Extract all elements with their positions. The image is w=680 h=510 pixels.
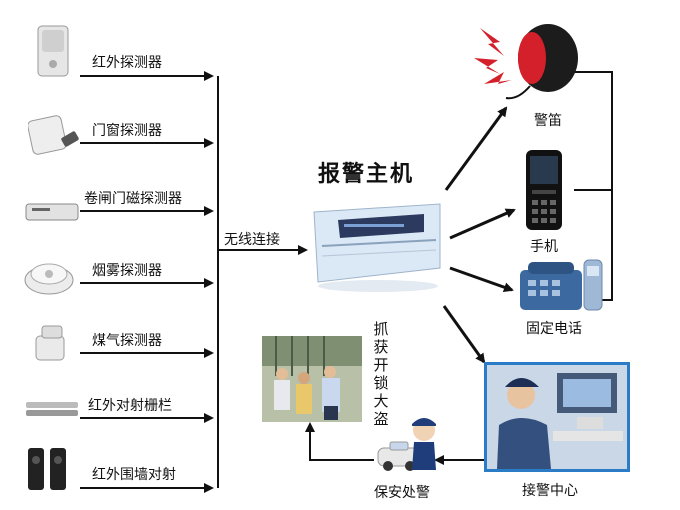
alarm-host-device-icon xyxy=(308,198,446,294)
detector-label-beam-fence: 红外对射栅栏 xyxy=(88,398,172,414)
gas-detector-icon xyxy=(30,322,74,366)
infrared-beam-fence-icon xyxy=(24,398,80,420)
alarm-center-label: 接警中心 xyxy=(522,483,578,499)
arrow-to-phone xyxy=(449,208,516,240)
arrow-guard-to-photo xyxy=(305,422,374,461)
detector-label-smoke: 烟雾探测器 xyxy=(92,263,162,279)
mobile-phone-icon xyxy=(522,148,566,232)
rolling-door-magnetic-sensor-icon xyxy=(24,198,82,226)
door-window-sensor-icon xyxy=(27,112,80,160)
arrow-to-landline xyxy=(449,266,514,293)
device-link-bracket xyxy=(572,71,613,301)
alarm-host-title: 报警主机 xyxy=(318,162,415,187)
security-guard-icon xyxy=(376,412,438,472)
arrow-to-siren xyxy=(444,106,508,191)
detector-label-gas: 煤气探测器 xyxy=(92,333,162,349)
detector-label-door-window: 门窗探测器 xyxy=(92,123,162,139)
detector-label-infrared: 红外探测器 xyxy=(92,55,162,71)
infrared-detector-icon xyxy=(34,22,72,80)
mobile-phone-label: 手机 xyxy=(530,239,558,255)
infrared-wall-beam-icon xyxy=(26,444,70,494)
siren-icon xyxy=(470,14,580,104)
wireless-connection-label: 无线连接 xyxy=(224,232,280,248)
smoke-detector-icon xyxy=(22,254,76,298)
security-guard-label: 保安处警 xyxy=(374,485,430,501)
landline-phone-icon xyxy=(516,256,606,312)
capture-text: 抓获开锁大盗 xyxy=(373,320,389,428)
landline-label: 固定电话 xyxy=(526,321,582,337)
alarm-center-photo xyxy=(484,362,630,472)
siren-label: 警笛 xyxy=(534,113,562,129)
capture-photo xyxy=(262,336,362,422)
arrow-to-center xyxy=(442,305,486,364)
detector-label-wall-beam: 红外围墙对射 xyxy=(92,467,176,483)
detector-label-rolling-door: 卷闸门磁探测器 xyxy=(84,191,182,207)
